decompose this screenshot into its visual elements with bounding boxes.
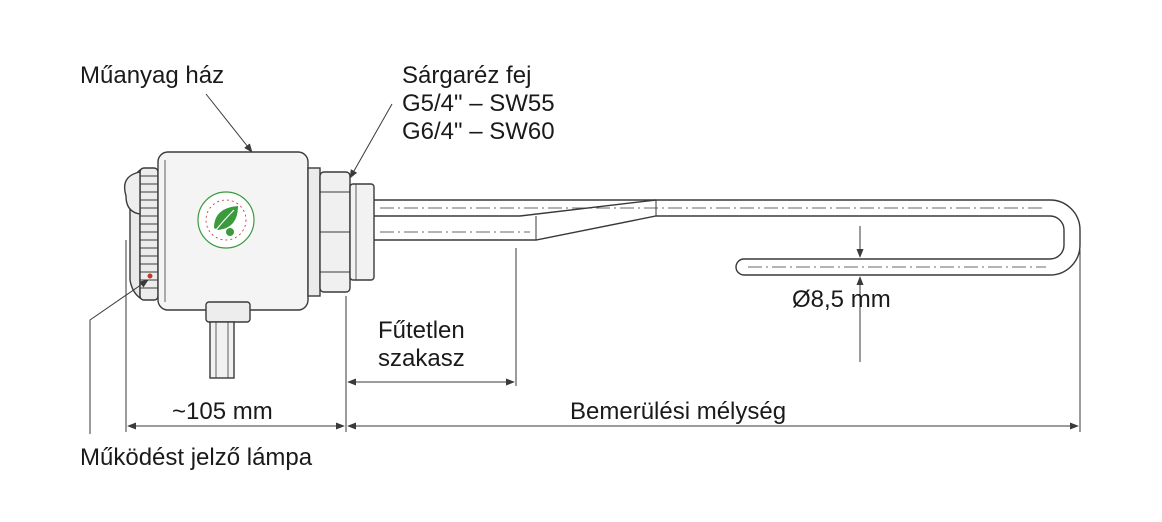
label-head-title: Sárgaréz fej [402, 62, 532, 89]
dimension-lines [89, 93, 1081, 434]
label-housing: Műanyag ház [80, 62, 225, 89]
label-head-g54: G5/4" – SW55 [402, 90, 555, 117]
label-unheated-section: Fűtetlen szakasz [378, 317, 465, 373]
cable-gland [205, 301, 251, 379]
leaf-globe-icon [197, 191, 255, 249]
heating-tube [374, 199, 1081, 276]
label-unheated-line1: Fűtetlen [378, 317, 465, 344]
label-head-g64: G6/4" – SW60 [402, 118, 555, 145]
leader-housing [205, 93, 253, 153]
housing-cap [123, 167, 159, 301]
label-immersion-depth: Bemerülési mélység [570, 398, 787, 425]
brass-head [307, 167, 375, 297]
plastic-housing [123, 151, 309, 379]
leader-indicator-lamp [89, 279, 149, 434]
label-brass-head: Sárgaréz fej G5/4" – SW55 G6/4" – SW60 [402, 62, 555, 146]
label-diameter: Ø8,5 mm [792, 286, 891, 313]
indicator-lamp [147, 273, 153, 279]
leader-brass-head [349, 103, 393, 179]
label-unheated-line2: szakasz [378, 345, 465, 372]
label-indicator-lamp: Működést jelző lámpa [80, 444, 313, 471]
label-length-105: ~105 mm [172, 398, 273, 425]
